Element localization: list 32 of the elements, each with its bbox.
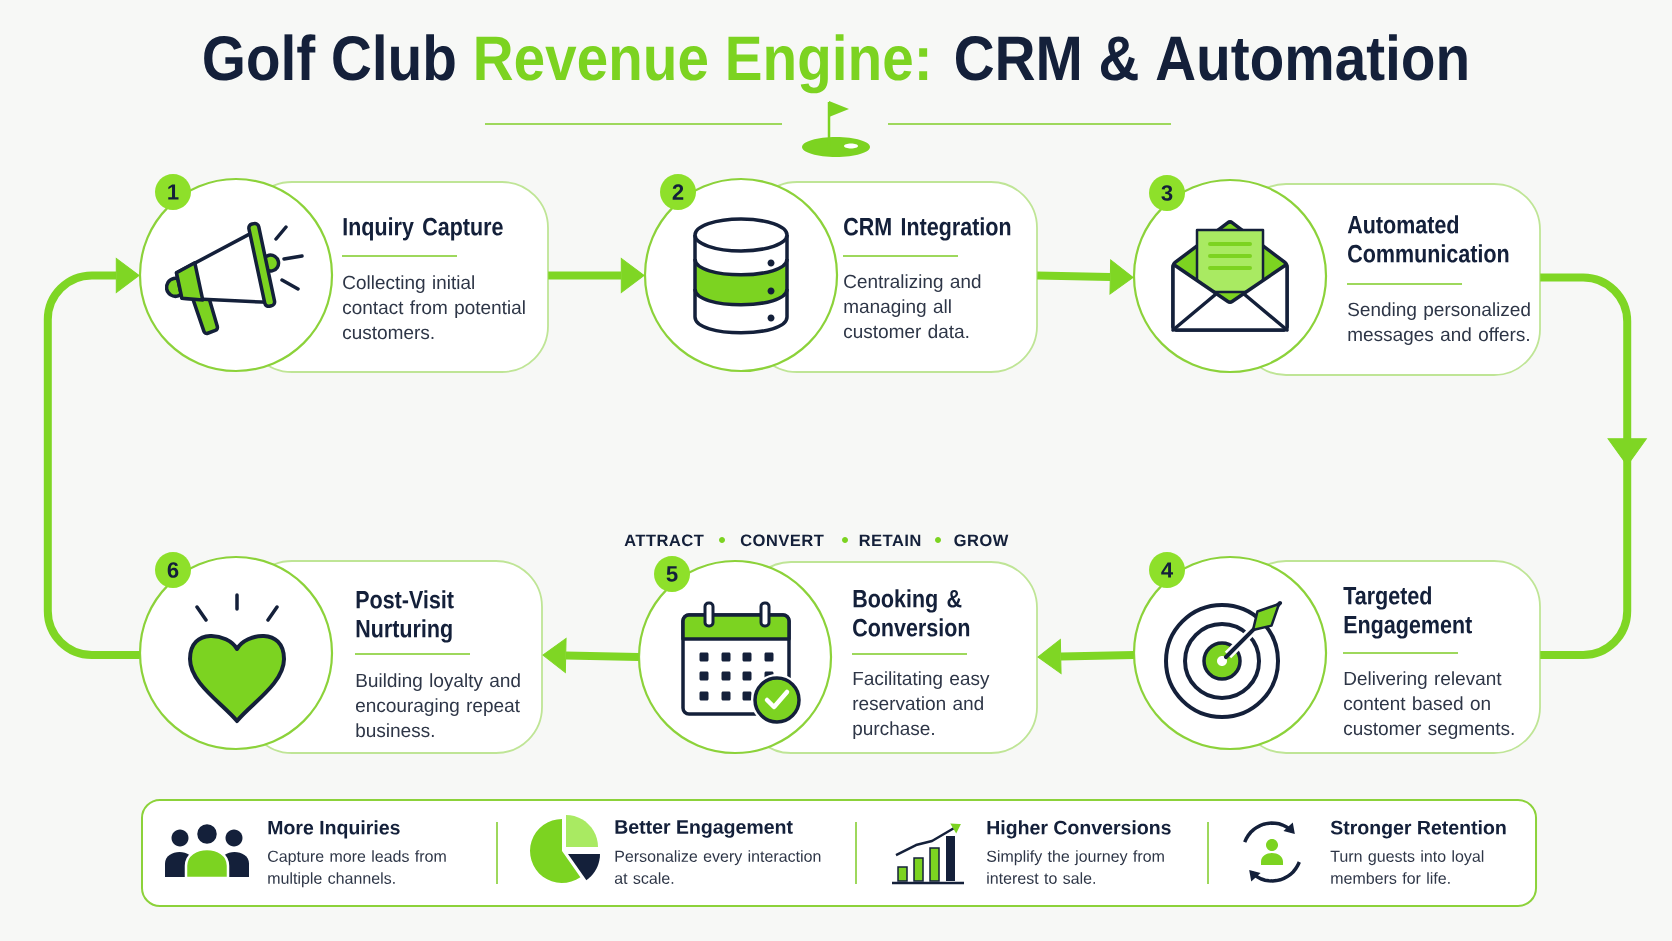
step-description: Facilitating easy reservation and purchase.	[853, 671, 990, 739]
number-badge: 3	[1149, 175, 1185, 211]
step-description: Sending personalized messages and offers.	[1348, 302, 1530, 345]
stage-label: RETAIN	[859, 534, 921, 546]
number-badge: 6	[155, 552, 191, 588]
step-title: Inquiry Capture	[343, 217, 503, 241]
step-title: Targeted Engagement	[1343, 586, 1472, 639]
benefit-title: Better Engagement	[615, 820, 793, 838]
step-title: CRM Integration	[844, 217, 1011, 241]
number-badge: 5	[654, 556, 690, 592]
number-badge: 4	[1149, 552, 1185, 588]
step-description: Centralizing and managing all customer data.	[844, 274, 981, 339]
step-title: Booking & Conversion	[853, 589, 970, 637]
number-badge: 1	[155, 174, 191, 210]
benefit-description: Simplify the journey from interest to sale.	[986, 850, 1164, 884]
benefit-title: Higher Conversions	[987, 820, 1171, 839]
benefit-description: Personalize every interaction at scale.	[614, 850, 821, 884]
title: Golf Club Revenue Engine: CRM & Automation	[204, 34, 1467, 94]
stage-label: CONVERT	[740, 534, 824, 547]
stage-label: ATTRACT	[624, 534, 704, 547]
number-badge: 2	[660, 174, 696, 210]
step-description: Collecting initial contact from potential customers.	[343, 275, 525, 340]
step-description: Delivering relevant content based on customer segments.	[1344, 671, 1514, 739]
benefit-title: More Inquiries	[268, 820, 400, 839]
step-title: Post-Visit Nurturing	[356, 590, 454, 643]
step-title: Automated Communication	[1347, 215, 1509, 263]
benefit-description: Capture more leads from multiple channels.	[268, 850, 446, 888]
stage-label: GROW	[954, 534, 1009, 547]
benefit-description: Turn guests into loyal members for life.	[1330, 850, 1484, 884]
benefit-title: Stronger Retention	[1330, 820, 1506, 839]
step-description: Building loyalty and encouraging repeat business.	[356, 673, 520, 738]
benefits-panel	[141, 799, 1538, 907]
